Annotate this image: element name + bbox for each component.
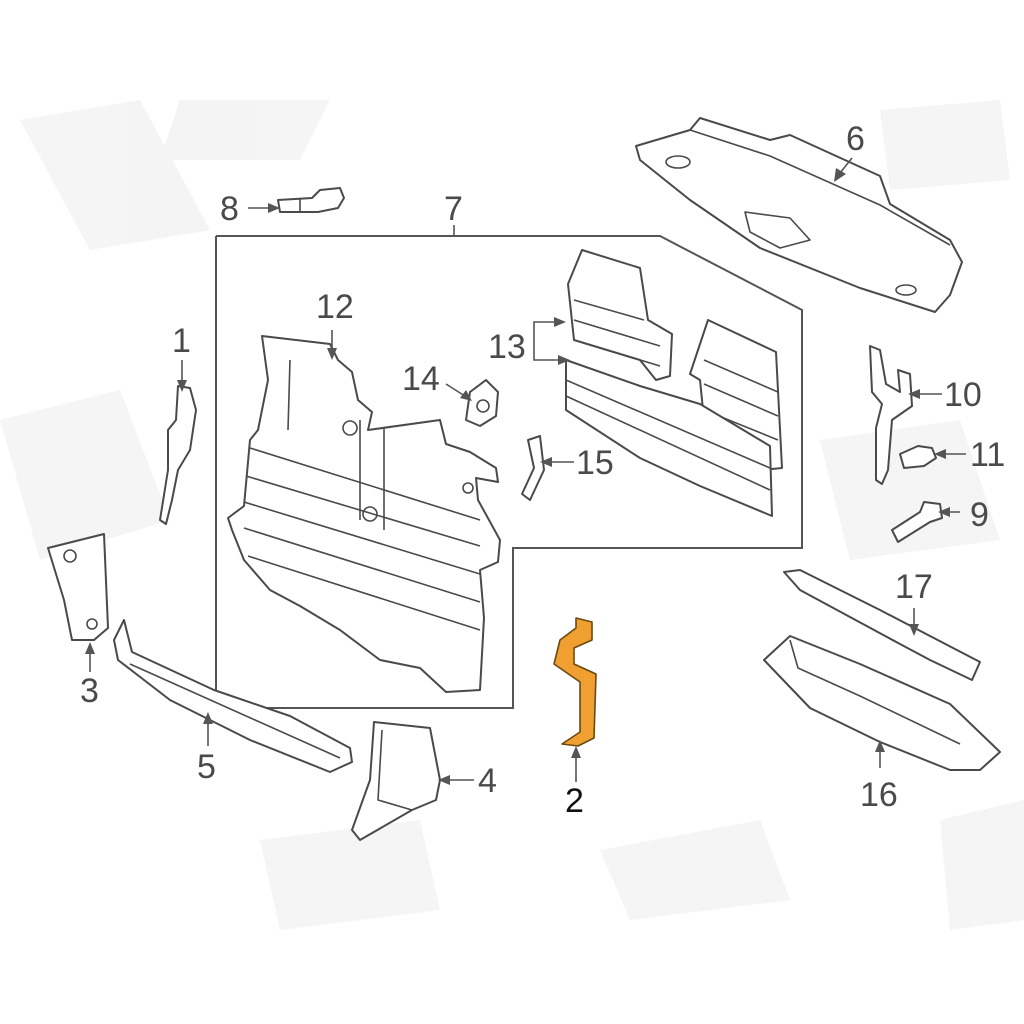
- callout-14: 14: [402, 360, 440, 398]
- part-4-lower-air-guide: [351, 721, 441, 841]
- callout-7: 7: [444, 190, 463, 228]
- part-15-clip: [521, 435, 545, 501]
- callout-13: 13: [488, 328, 526, 366]
- callout-8: 8: [220, 190, 239, 228]
- part-8-push-pin: [277, 187, 345, 213]
- part-10-right-bracket: [869, 345, 913, 485]
- part-11-bolt: [899, 445, 937, 469]
- part-13-shutter-blades: [565, 249, 783, 517]
- callout-6: 6: [846, 120, 865, 158]
- callout-12: 12: [316, 288, 354, 326]
- part-6-upper-deflector: [635, 117, 963, 313]
- callout-4: 4: [478, 762, 497, 800]
- callout-2: 2: [565, 782, 584, 820]
- callout-1: 1: [172, 322, 191, 360]
- callout-5: 5: [197, 748, 216, 786]
- part-17-upper-strip: [783, 569, 981, 681]
- callout-17: 17: [895, 568, 933, 606]
- callout-10: 10: [944, 376, 982, 414]
- callouts: 1 2 3 4 5 6 7 8 9 10 11 12 13 14 15 16 1…: [80, 120, 1005, 820]
- part-14-bracket: [465, 379, 499, 427]
- part-12-shutter-frame: [227, 335, 501, 693]
- arrowheads: [85, 168, 950, 785]
- part-5-lower-seal: [113, 619, 353, 773]
- part-3-left-air-guide: [47, 533, 109, 641]
- callout-11: 11: [970, 436, 1005, 474]
- part-1-side-bracket: [159, 385, 197, 525]
- callout-3: 3: [80, 672, 99, 710]
- callout-9: 9: [970, 496, 989, 534]
- part-2-highlighted-bracket: [553, 617, 597, 747]
- watermark: [0, 100, 1024, 930]
- callout-15: 15: [576, 444, 614, 482]
- callout-16: 16: [860, 776, 898, 814]
- part-16-lower-deflector: [763, 635, 1001, 771]
